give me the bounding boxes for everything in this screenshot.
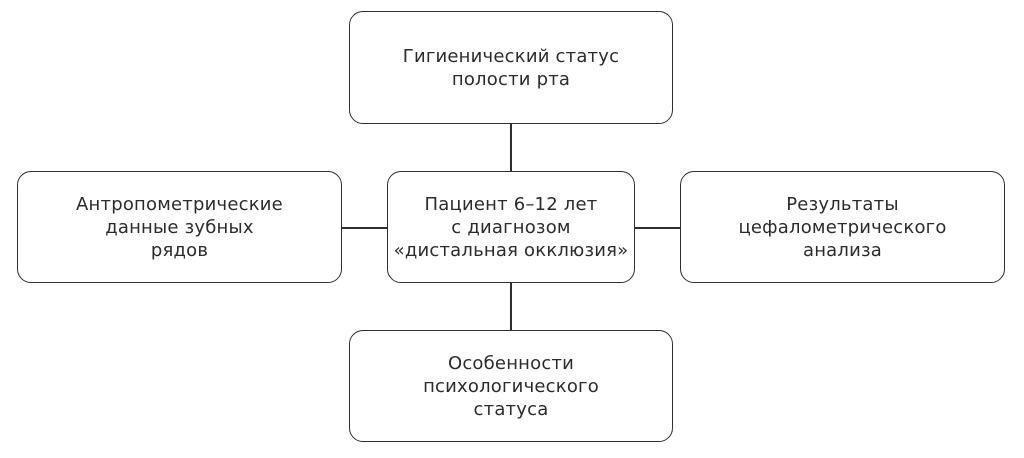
connector-center-left — [342, 227, 387, 229]
node-text-line: Результаты — [786, 193, 899, 215]
node-text-line: цефалометрического — [738, 216, 947, 238]
node-text-line: полости рта — [451, 68, 571, 90]
node-hygiene-status: Гигиенический статус полости рта — [349, 11, 673, 124]
node-text-line: Особенности — [447, 352, 575, 374]
node-cephalometric-analysis: Результаты цефалометрического анализа — [680, 171, 1005, 283]
node-text-line: Антропометрические — [76, 193, 283, 215]
node-anthropometric-data: Антропометрические данные зубных рядов — [17, 171, 342, 283]
node-text-line: с диагнозом — [451, 216, 571, 238]
node-patient-center: Пациент 6–12 лет с диагнозом «дистальная… — [387, 171, 635, 283]
node-text-line: Гигиенический статус — [402, 45, 620, 67]
node-text-line: Пациент 6–12 лет — [424, 193, 598, 215]
connector-center-bottom — [510, 283, 512, 330]
node-text-line: «дистальная окклюзия» — [393, 239, 629, 261]
connector-center-right — [635, 227, 680, 229]
node-text-line: статуса — [473, 398, 549, 420]
node-text-line: данные зубных — [105, 216, 254, 238]
connector-center-top — [510, 124, 512, 171]
node-text-line: психологического — [423, 375, 599, 397]
node-text-line: анализа — [802, 239, 883, 261]
node-psychological-status: Особенности психологического статуса — [349, 330, 673, 442]
node-text-line: рядов — [150, 239, 209, 261]
